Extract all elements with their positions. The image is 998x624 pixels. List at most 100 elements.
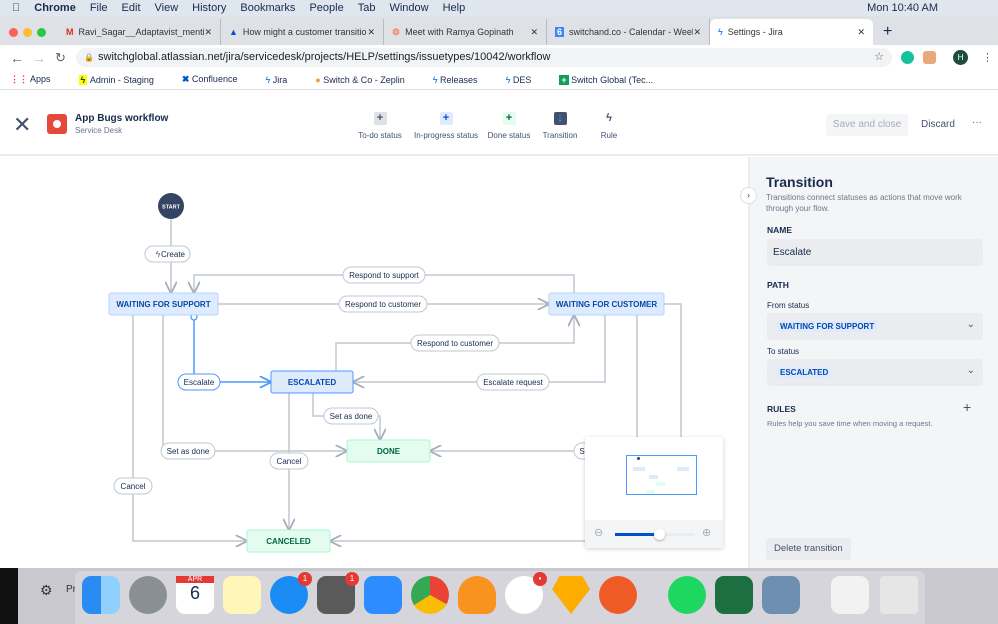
close-icon[interactable]: ✕	[693, 26, 701, 37]
tab-title: Settings - Jira	[727, 27, 783, 37]
preview-icon[interactable]	[762, 576, 800, 614]
calendar-icon: 6	[555, 27, 565, 37]
close-icon[interactable]: ✕	[857, 26, 865, 37]
transition-respond-customer-2[interactable]: Respond to customer	[410, 334, 500, 352]
app-store-icon[interactable]: 1	[270, 572, 312, 614]
workflow-canvas[interactable]: START WAITING FOR SUPPORT WAITING FOR CU…	[0, 158, 757, 568]
bookmark-des[interactable]: ϟ DES	[505, 74, 532, 85]
system-preferences-icon[interactable]: 1	[317, 572, 359, 614]
add-transition-button[interactable]: ↓Transition	[542, 112, 578, 140]
extension-icon[interactable]	[923, 51, 936, 64]
menu-history[interactable]: History	[183, 2, 226, 14]
menu-view[interactable]: View	[146, 2, 179, 14]
lightning-icon: ϟ	[606, 112, 612, 124]
close-icon[interactable]: ✕	[204, 26, 212, 37]
svg-text:Respond to support: Respond to support	[349, 271, 420, 280]
edge-cancel-wfs	[132, 315, 246, 541]
bookmark-zeplin[interactable]: ● Switch & Co - Zeplin	[315, 74, 405, 85]
bookmark-apps[interactable]: ⋮⋮ Apps	[10, 74, 51, 84]
bookmark-admin-staging[interactable]: ϟ Admin - Staging	[78, 74, 154, 85]
trash-icon[interactable]	[880, 576, 918, 614]
transition-set-done-escalated[interactable]: Set as done	[323, 407, 379, 425]
name-input[interactable]: Escalate	[767, 239, 983, 266]
status-waiting-for-support[interactable]: WAITING FOR SUPPORT	[108, 292, 219, 316]
zoom-out-icon[interactable]: ⊖	[594, 527, 604, 539]
add-inprogress-status-button[interactable]: +In-progress status	[413, 112, 479, 140]
close-icon[interactable]: ✕	[367, 26, 375, 37]
transition-escalate-request[interactable]: Escalate request	[476, 373, 550, 391]
gmail-icon: M	[66, 27, 74, 37]
kebab-menu-icon[interactable]: ⋮	[982, 52, 993, 64]
profile-avatar[interactable]: H	[953, 50, 968, 65]
bookmark-switch-global[interactable]: + Switch Global (Tec...	[559, 74, 654, 85]
bookmark-jira[interactable]: ϟ Jira	[265, 74, 288, 85]
menu-file[interactable]: File	[81, 2, 108, 14]
menu-people[interactable]: People	[301, 2, 343, 14]
transition-escalate[interactable]: Escalate	[177, 373, 221, 391]
status-escalated[interactable]: ESCALATED	[270, 370, 354, 394]
zoom-slider-handle[interactable]	[654, 529, 665, 540]
menu-app[interactable]: Chrome	[26, 2, 76, 14]
apple-icon[interactable]: 	[12, 2, 20, 14]
url-input[interactable]: 🔒switchglobal.atlassian.net/jira/service…	[76, 48, 892, 67]
add-rule-plus-icon[interactable]: +	[963, 399, 972, 415]
excel-icon[interactable]	[715, 576, 753, 614]
transition-cancel-escalated[interactable]: Cancel	[269, 452, 309, 470]
chrome-icon[interactable]	[411, 576, 449, 614]
status-done[interactable]: DONE	[346, 439, 431, 463]
reload-icon[interactable]: ↻	[55, 49, 66, 65]
save-and-close-button[interactable]: Save and close	[826, 114, 908, 136]
to-status-select[interactable]: ESCALATED⌄	[767, 359, 983, 386]
clock[interactable]: Mon 10:40 AM	[867, 2, 938, 14]
spotify-icon[interactable]	[668, 576, 706, 614]
slack-icon[interactable]: •	[505, 572, 547, 614]
notes-icon[interactable]	[223, 576, 261, 614]
finder-icon[interactable]	[82, 576, 120, 614]
add-todo-status-button[interactable]: +To-do status	[358, 112, 402, 140]
tab-hubspot[interactable]: ⚙Meet with Ramya Gopinath✕	[384, 19, 547, 45]
collapse-panel-chevron-icon[interactable]: ›	[740, 187, 757, 204]
downloads-stack-icon[interactable]	[831, 576, 869, 614]
close-icon[interactable]: ✕	[530, 26, 538, 37]
transition-respond-customer[interactable]: Respond to customer	[338, 295, 428, 313]
menu-help[interactable]: Help	[434, 2, 466, 14]
menu-window[interactable]: Window	[381, 2, 428, 14]
menu-edit[interactable]: Edit	[113, 2, 141, 14]
zeplin-icon[interactable]	[458, 576, 496, 614]
transition-set-done-wfs[interactable]: Set as done	[160, 442, 216, 460]
launchpad-icon[interactable]	[129, 576, 167, 614]
more-actions-button[interactable]: ···	[972, 117, 982, 128]
transition-cancel-wfs[interactable]: Cancel	[113, 477, 153, 495]
add-done-status-button[interactable]: +Done status	[487, 112, 531, 140]
status-waiting-for-customer[interactable]: WAITING FOR CUSTOMER	[548, 292, 665, 316]
zoom-in-icon[interactable]: ⊕	[702, 527, 712, 539]
delete-transition-button[interactable]: Delete transition	[766, 538, 851, 560]
bookmark-releases[interactable]: ϟ Releases	[432, 74, 478, 85]
bookmark-confluence[interactable]: ✖ Confluence	[181, 74, 238, 84]
tab-atlassian[interactable]: ▲How might a customer transition✕	[221, 19, 384, 45]
status-canceled[interactable]: CANCELED	[246, 529, 331, 553]
transition-respond-support[interactable]: Respond to support	[342, 266, 426, 284]
zoom-app-icon[interactable]	[364, 576, 402, 614]
minimap-viewport[interactable]	[626, 455, 697, 495]
forward-icon[interactable]: →	[32, 49, 46, 66]
postman-icon[interactable]	[599, 576, 637, 614]
minimap[interactable]: ⊖ ⊕	[585, 437, 723, 548]
from-status-select[interactable]: WAITING FOR SUPPORT⌄	[767, 313, 983, 340]
close-icon[interactable]: ✕	[13, 112, 32, 137]
menu-bookmarks[interactable]: Bookmarks	[232, 2, 295, 14]
back-icon[interactable]: ←	[10, 49, 24, 66]
grammarly-icon[interactable]	[901, 51, 914, 64]
menu-tab[interactable]: Tab	[349, 2, 376, 14]
zoom-slider[interactable]	[615, 529, 695, 540]
discard-button[interactable]: Discard	[921, 119, 955, 130]
window-controls[interactable]	[0, 19, 58, 45]
new-tab-button[interactable]: +	[883, 23, 893, 40]
star-icon[interactable]: ☆	[874, 51, 884, 63]
